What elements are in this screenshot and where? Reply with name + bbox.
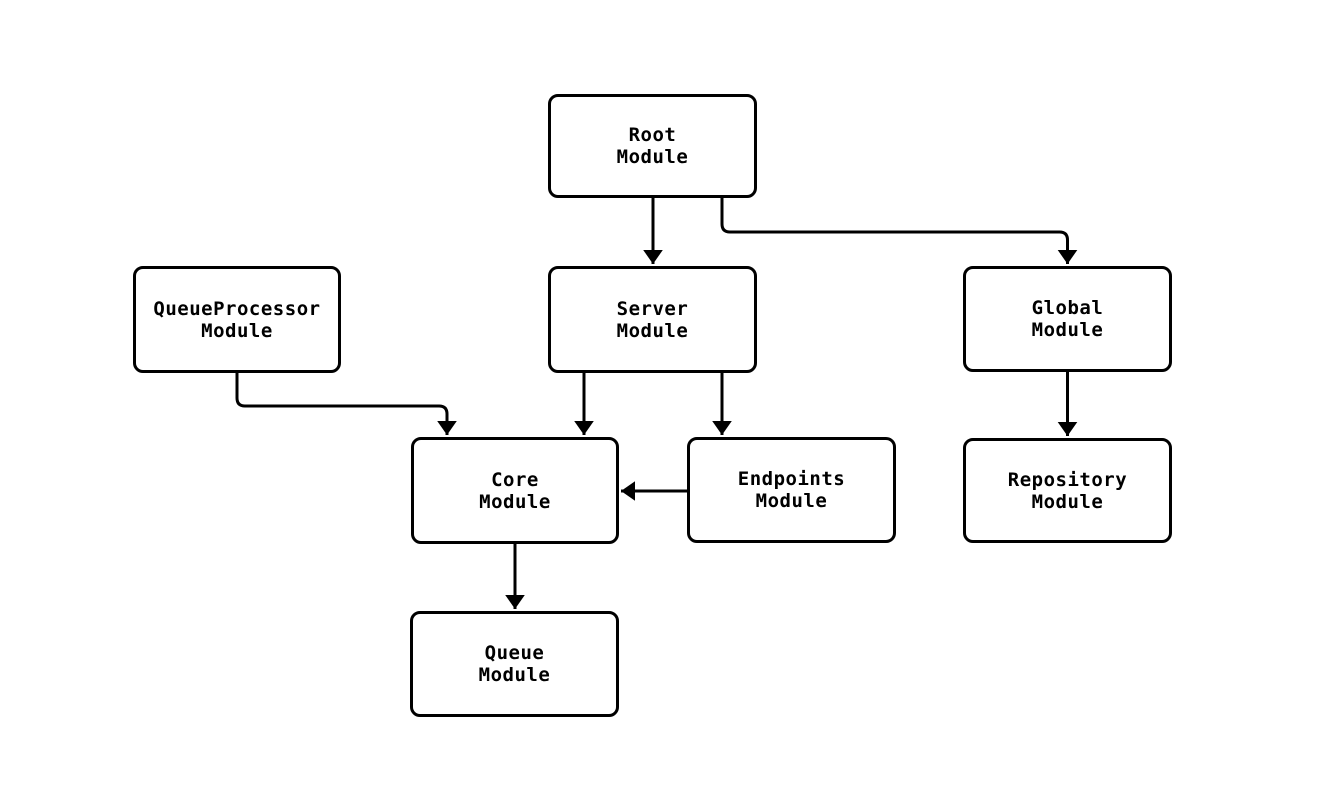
node-repository-module-label: Repository Module: [1007, 468, 1128, 513]
node-queueprocessor-module-label: QueueProcessor Module: [153, 297, 321, 342]
node-core-module: Core Module: [411, 437, 619, 544]
node-server-module: Server Module: [548, 266, 757, 373]
node-queueprocessor-module: QueueProcessor Module: [133, 266, 341, 373]
node-global-module-label: Global Module: [1031, 297, 1104, 341]
node-core-module-label: Core Module: [479, 468, 551, 513]
node-server-module-label: Server Module: [616, 297, 689, 342]
edge-root-to-global: [720, 198, 1078, 264]
node-root-module: Root Module: [548, 94, 757, 198]
edge-queueprocessor-to-core: [235, 373, 457, 435]
node-repository-module: Repository Module: [963, 438, 1172, 543]
node-endpoints-module-label: Endpoints Module: [737, 468, 846, 512]
node-global-module: Global Module: [963, 266, 1172, 372]
node-queue-module: Queue Module: [410, 611, 619, 717]
node-endpoints-module: Endpoints Module: [687, 437, 896, 543]
node-queue-module-label: Queue Module: [478, 642, 551, 686]
node-root-module-label: Root Module: [616, 124, 689, 168]
